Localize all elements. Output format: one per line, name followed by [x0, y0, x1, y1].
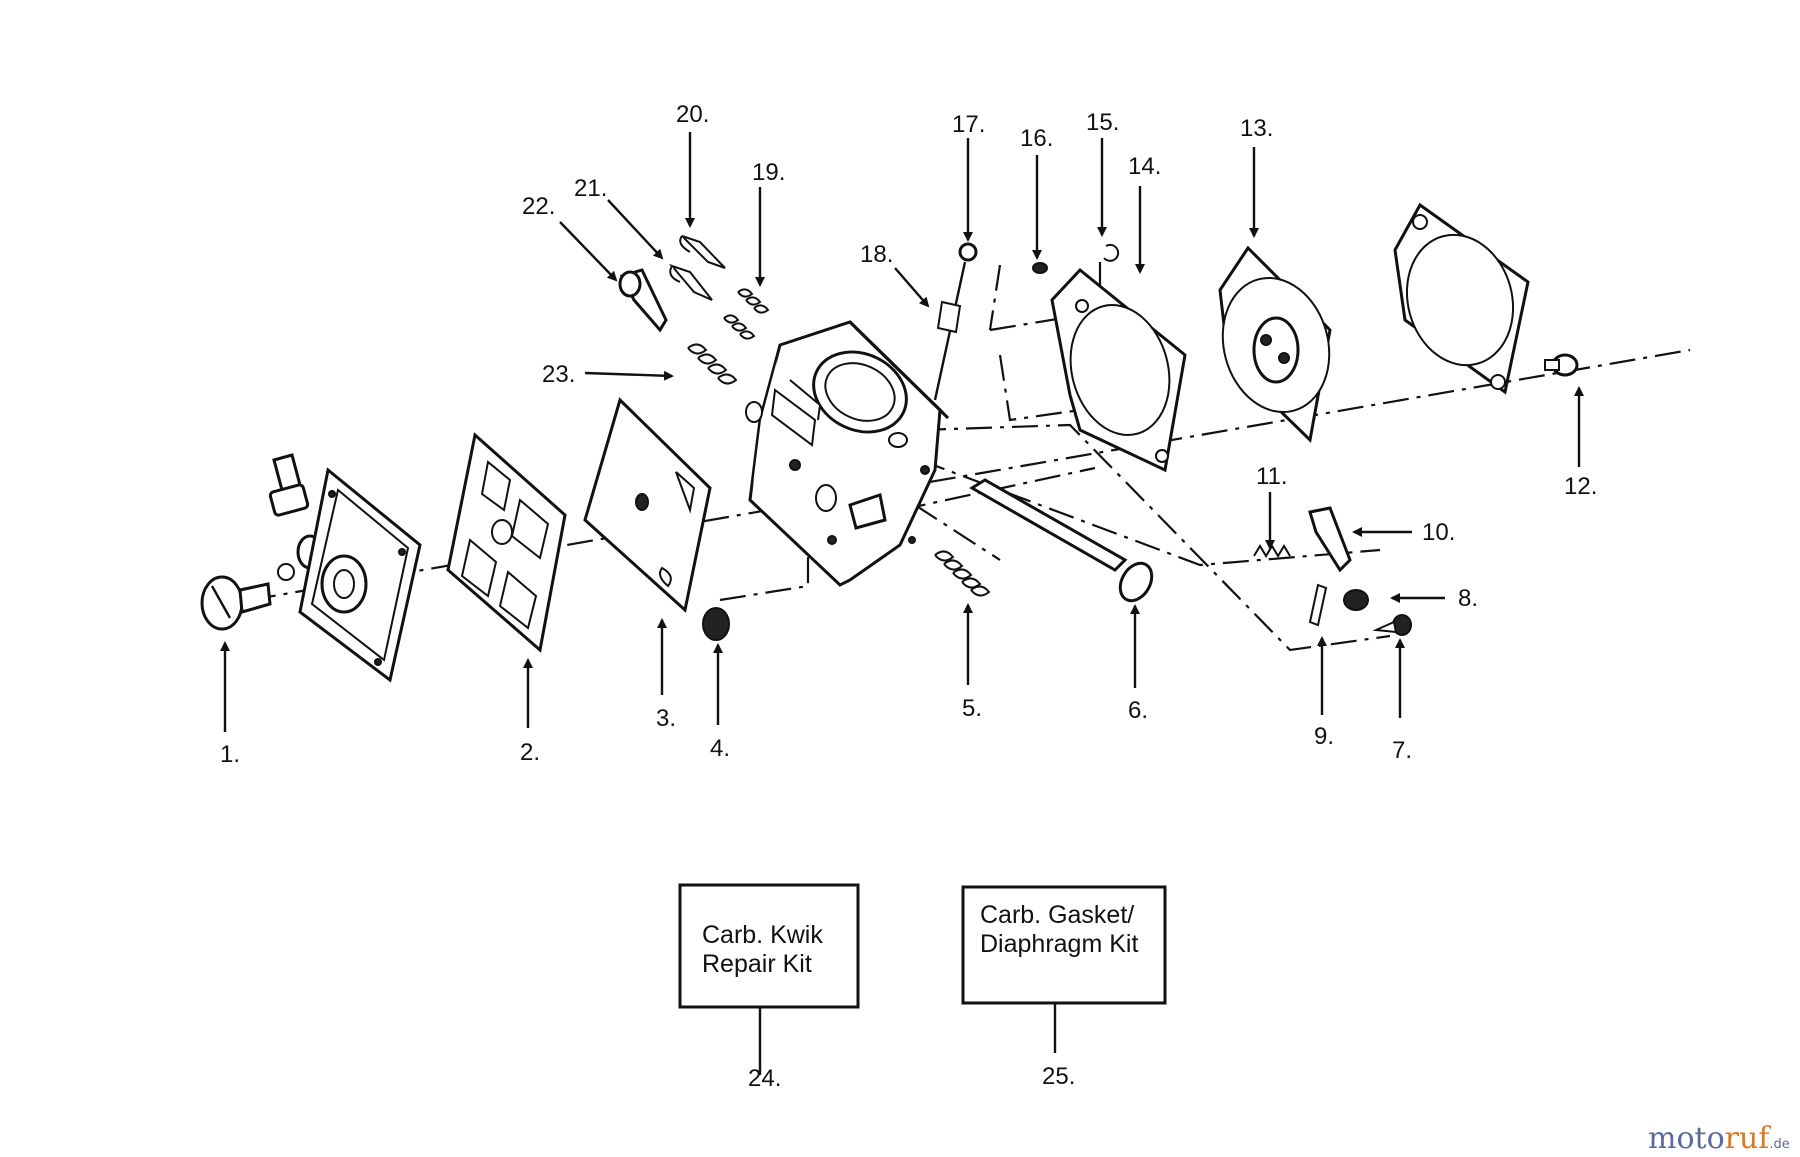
callout-9: 9.: [1314, 723, 1334, 750]
part-19-springs: [723, 288, 770, 340]
part-10-throttle-lever: [1308, 506, 1352, 573]
kit-kwik-line1: Carb. Kwik: [702, 921, 823, 949]
watermark-part2: ruf: [1725, 1121, 1772, 1156]
carburetor-body: [745, 320, 950, 587]
callout-5: 5.: [962, 695, 982, 722]
watermark-logo: motoruf.de: [1648, 1121, 1790, 1156]
kit-gasket-line1: Carb. Gasket/: [980, 901, 1134, 929]
part-5-spring: [934, 550, 991, 597]
callout-14: 14.: [1128, 153, 1161, 180]
leader-arrows: [220, 132, 1584, 1075]
callout-13: 13.: [1240, 115, 1273, 142]
callout-11: 11.: [1256, 463, 1288, 490]
callout-23: 23.: [542, 361, 575, 388]
callout-18: 18.: [860, 241, 893, 268]
callout-1: 1.: [220, 741, 240, 768]
callout-labels: 1. 2. 3. 4. 5. 6. 7. 8. 9. 10. 11. 12. 1…: [220, 101, 1597, 1092]
part-6-throttle-shaft: [969, 478, 1154, 603]
callout-8: 8.: [1458, 585, 1478, 612]
callout-21: 21.: [574, 175, 607, 202]
part-21-needle: [668, 263, 713, 301]
callout-19: 19.: [752, 159, 785, 186]
kit-box-kwik-repair: Carb. Kwik Repair Kit: [678, 883, 860, 1009]
watermark-part1: moto: [1648, 1121, 1725, 1156]
callout-16: 16.: [1020, 125, 1053, 152]
callout-10: 10.: [1422, 519, 1455, 546]
part-15-e-clip: [1103, 243, 1120, 262]
callout-2: 2.: [520, 739, 540, 766]
part-17-washer: [958, 242, 978, 262]
callout-22: 22.: [522, 193, 555, 220]
fuel-pump-cover: [298, 467, 422, 683]
part-1-cover-screw: [200, 575, 272, 631]
callout-25: 25.: [1042, 1063, 1075, 1090]
part-7-screw: [1372, 614, 1412, 636]
part-20-needle: [679, 235, 726, 269]
part-3-pump-diaphragm: [583, 397, 712, 613]
callout-4: 4.: [710, 735, 730, 762]
part-16-clip: [1032, 262, 1048, 274]
callout-6: 6.: [1128, 697, 1148, 724]
kit-kwik-line2: Repair Kit: [702, 950, 812, 978]
callout-12: 12.: [1564, 473, 1597, 500]
part-23-spring: [687, 343, 738, 385]
watermark-suffix: .de: [1769, 1137, 1789, 1152]
part-2-pump-gasket: [446, 432, 567, 653]
metering-cover: [1393, 202, 1530, 395]
part-13-metering-diaphragm: [1218, 245, 1332, 444]
callout-20: 20.: [676, 101, 709, 128]
part-12-cover-screw: [1544, 353, 1579, 377]
callout-24: 24.: [748, 1065, 781, 1092]
part-4-inlet-screen: [702, 607, 730, 641]
callout-17: 17.: [952, 111, 985, 138]
part-14-metering-gasket: [1050, 267, 1187, 473]
callout-7: 7.: [1392, 737, 1412, 764]
kit-gasket-line2: Diaphragm Kit: [980, 930, 1138, 958]
part-8-nut: [1343, 589, 1369, 611]
kit-box-gasket-diaphragm: Carb. Gasket/ Diaphragm Kit: [961, 885, 1167, 1005]
part-11-spring: [1253, 544, 1291, 558]
svg-text:motoruf.de: motoruf.de: [1648, 1121, 1790, 1156]
callout-15: 15.: [1086, 109, 1119, 136]
part-18-shaft-spring: [933, 261, 967, 401]
callout-3: 3.: [656, 705, 676, 732]
part-22-adjusting-screw: [618, 268, 668, 333]
part-9-swivel: [1308, 583, 1328, 627]
